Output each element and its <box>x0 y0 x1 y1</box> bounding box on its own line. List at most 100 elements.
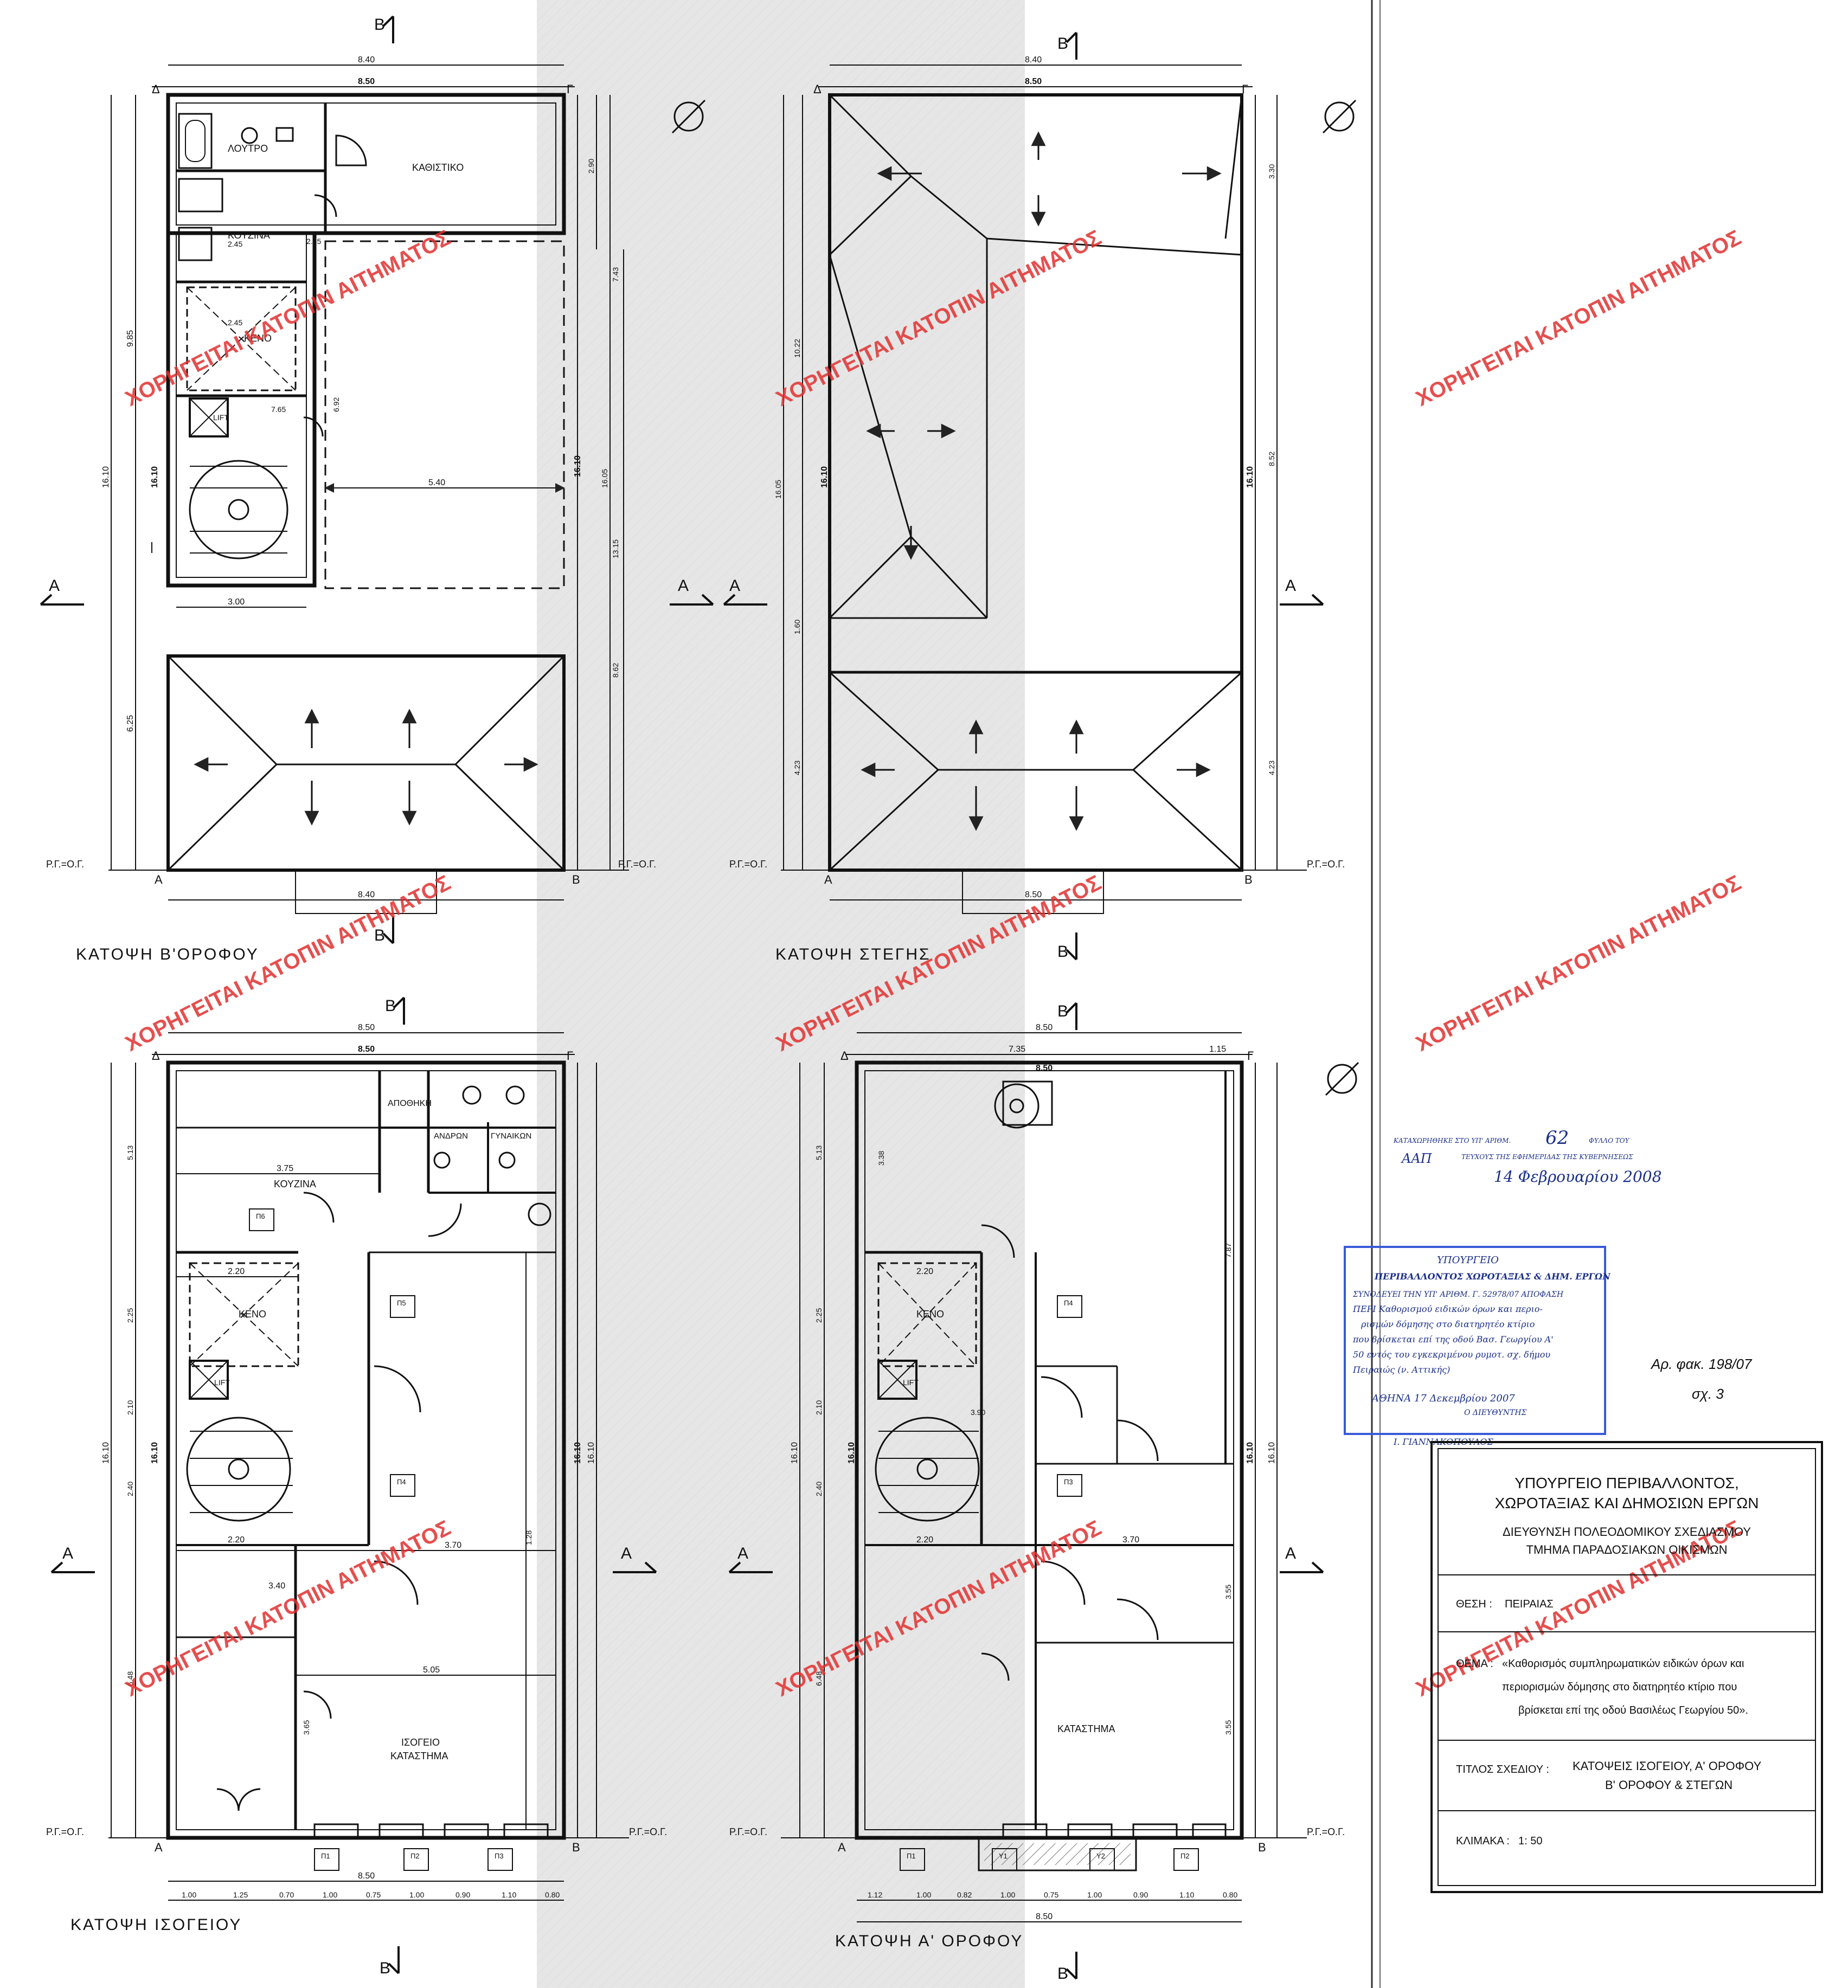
dim-label: 1.10 <box>502 1890 516 1899</box>
room-label: ΚΕΝΟ <box>244 333 272 344</box>
dim-label: 16.10 <box>820 466 829 488</box>
room-label: ΛΟΥΤΡΟ <box>228 143 268 154</box>
section-marker-a: Α <box>1285 1545 1296 1562</box>
dim-label: 16.10 <box>790 1442 799 1464</box>
dim-label: 0.90 <box>1133 1890 1148 1899</box>
dim-label: 1.28 <box>524 1530 533 1545</box>
stamp-line: ΑΘΗΝΑ 17 Δεκεμβρίου 2007 <box>1371 1393 1515 1404</box>
dim-label: 1.00 <box>1087 1890 1102 1899</box>
tb-drawing-label: ΤΙΤΛΟΣ ΣΧΕΔΙΟΥ : <box>1456 1764 1549 1775</box>
corner-label: Β <box>1258 1841 1266 1854</box>
dim-label: 2.20 <box>916 1267 933 1276</box>
tb-drawing: ΚΑΤΟΨΕΙΣ ΙΣΟΓΕΙΟΥ, Α' ΟΡΟΦΟΥ <box>1573 1759 1762 1773</box>
building-line-label: Ρ.Γ.=Ο.Γ. <box>46 859 84 870</box>
window-tag: Υ2 <box>1096 1852 1105 1860</box>
room-label: ΚΑΤΑΣΤΗΜΑ <box>1057 1723 1115 1734</box>
window-tag: Π6 <box>256 1212 265 1220</box>
plan-first-floor-labels: ΚΕΝΟ LIFT ΚΑΤΑΣΤΗΜΑ Π4 Π3 Π1 Υ1 Υ2 Π2 8.… <box>790 1023 1276 1950</box>
dim-label: 0.90 <box>455 1890 470 1899</box>
dim-label: 0.80 <box>1223 1890 1237 1899</box>
dim-label: 1.00 <box>916 1890 931 1899</box>
tb-drawing: Β' ΟΡΟΦΟΥ & ΣΤΕΓΩΝ <box>1605 1778 1733 1792</box>
dim-label: 0.75 <box>366 1890 381 1899</box>
dim-label: 16.10 <box>150 466 159 488</box>
dim-label: 10.22 <box>793 339 801 358</box>
ministry-stamp: ΥΠΟΥΡΓΕΙΟ ΠΕΡΙΒΑΛΛΟΝΤΟΣ ΧΩΡΟΤΑΞΙΑΣ & ΔΗΜ… <box>1344 1246 1611 1447</box>
stamp-line: ΤΕΥΧΟΥΣ ΤΗΣ ΕΦΗΜΕΡΙΔΑΣ ΤΗΣ ΚΥΒΕΡΝΗΣΕΩΣ <box>1461 1153 1633 1161</box>
plan-roof <box>781 65 1307 914</box>
tb-department: ΤΜΗΜΑ ΠΑΡΑΔΟΣΙΑΚΩΝ ΟΙΚΙΣΜΩΝ <box>1526 1543 1728 1556</box>
corner-label: Β <box>572 873 580 886</box>
window-tag: Π1 <box>321 1852 330 1860</box>
watermark-text: ΧΟΡΗΓΕΙΤΑΙ ΚΑΤΟΠΙΝ ΑΙΤΗΜΑΤΟΣ <box>1412 226 1745 411</box>
tb-location-label: ΘΕΣΗ : <box>1456 1598 1492 1610</box>
building-line-label: Ρ.Γ.=Ο.Γ. <box>1307 1826 1345 1837</box>
window-tag: Υ1 <box>999 1852 1008 1860</box>
dim-label: 16.10 <box>1267 1442 1276 1464</box>
dim-label: 3.75 <box>277 1164 293 1173</box>
room-label: ΑΠΟΘΗΚΗ <box>388 1099 432 1108</box>
stamp-date: 14 Φεβρουαρίου 2008 <box>1494 1168 1661 1186</box>
plan-title: ΚΑΤΟΨΗ ΙΣΟΓΕΙΟΥ <box>70 1916 242 1934</box>
dim-label: 8.50 <box>358 1023 375 1032</box>
window-tag: Π1 <box>907 1852 916 1860</box>
stamp-line: ΑΑΠ <box>1401 1151 1433 1166</box>
dim-label: 16.10 <box>101 1442 111 1464</box>
file-note: Αρ. φακ. 198/07 σχ. 3 <box>1650 1356 1753 1402</box>
room-label: ΚΕΝΟ <box>916 1309 944 1320</box>
dim-label: 3.70 <box>445 1541 461 1550</box>
dim-label: 8.50 <box>358 77 375 86</box>
dim-label: 1.00 <box>323 1890 337 1899</box>
dim-label: 8.40 <box>358 890 375 899</box>
corner-label: Δ <box>152 1049 160 1063</box>
plan-second-floor-labels: ΛΟΥΤΡΟ ΚΑΘΙΣΤΙΚΟ ΚΟΥΖΙΝΑ ΚΕΝΟ LIFT 8.40 … <box>76 55 620 963</box>
room-label: ΚΟΥΖΙΝΑ <box>228 230 270 241</box>
dim-label: 4.23 <box>793 761 801 775</box>
gazette-stamp: ΚΑΤΑΧΩΡΗΘΗΚΕ ΣΤΟ ΥΠ' ΑΡΙΘΜ. 62 ΦΥΛΛΟ ΤΟΥ… <box>1393 1127 1661 1186</box>
dim-label: 2.10 <box>814 1400 823 1415</box>
room-label: ΚΑΤΑΣΤΗΜΑ <box>390 1751 448 1761</box>
corner-label: Δ <box>813 82 822 96</box>
section-marker-b: Β <box>1057 1002 1068 1020</box>
watermark-text: ΧΟΡΗΓΕΙΤΑΙ ΚΑΤΟΠΙΝ ΑΙΤΗΜΑΤΟΣ <box>121 871 454 1056</box>
dim-label: 3.40 <box>268 1581 285 1591</box>
stamp-line: ΠΕΡΙΒΑΛΛΟΝΤΟΣ ΧΩΡΟΤΑΞΙΑΣ & ΔΗΜ. ΕΡΓΩΝ <box>1374 1271 1611 1282</box>
tb-subject: «Καθορισμός συμπληρωματικών ειδικών όρων… <box>1502 1658 1744 1670</box>
dim-label: 2.90 <box>587 159 595 173</box>
plan-title: ΚΑΤΟΨΗ Β'ΟΡΟΦΟΥ <box>76 945 259 963</box>
dim-label: 3.00 <box>228 597 245 607</box>
tb-department: ΔΙΕΥΘΥΝΣΗ ΠΟΛΕΟΔΟΜΙΚΟΥ ΣΧΕΔΙΑΣΜΟΥ <box>1503 1525 1751 1539</box>
corner-label: Γ <box>567 82 573 96</box>
stamp-line: που βρίσκεται επί της οδού Βασ. Γεωργίου… <box>1352 1334 1554 1344</box>
dim-label: 6.92 <box>332 397 341 412</box>
dim-label: 16.10 <box>573 455 582 477</box>
dim-label: 8.52 <box>1267 452 1276 466</box>
corner-label: Δ <box>152 82 160 96</box>
section-marker-b: Β <box>385 997 396 1015</box>
dim-label: 5.13 <box>814 1146 823 1160</box>
section-marker-a: Α <box>62 1545 73 1562</box>
dim-label: 1.60 <box>793 620 801 634</box>
dim-label: 4.23 <box>1267 761 1276 775</box>
building-line-label: Ρ.Γ.=Ο.Γ. <box>618 859 656 870</box>
dim-label: 2.10 <box>126 1400 134 1415</box>
dim-label: 6.48 <box>126 1671 134 1686</box>
dim-label: 1.25 <box>233 1890 248 1899</box>
building-line-label: Ρ.Γ.=Ο.Γ. <box>729 1826 767 1837</box>
tb-ministry: ΧΩΡΟΤΑΞΙΑΣ ΚΑΙ ΔΗΜΟΣΙΩΝ ΕΡΓΩΝ <box>1495 1495 1759 1511</box>
plan-second-floor <box>108 65 629 914</box>
dim-label: 16.10 <box>573 1442 582 1464</box>
window-tag: Π4 <box>1064 1299 1073 1307</box>
dim-label: 3.65 <box>302 1720 311 1735</box>
dim-label: 0.70 <box>279 1890 294 1899</box>
plan-title: ΚΑΤΟΨΗ Α' ΟΡΟΦΟΥ <box>835 1932 1023 1950</box>
section-marker-a: Α <box>621 1545 632 1562</box>
corner-label: Α <box>155 873 163 886</box>
dim-label: 2.20 <box>916 1535 933 1545</box>
room-label: LIFT <box>214 1378 230 1387</box>
dim-label: 16.05 <box>774 480 782 499</box>
stamp-line: 50 εντός του εγκεκριμένου ρυμοτ. σχ. δήμ… <box>1353 1349 1550 1360</box>
tb-subject: βρίσκεται επί της οδού Βασιλέως Γεωργίου… <box>1518 1704 1748 1716</box>
file-number: Αρ. φακ. 198/07 <box>1650 1356 1753 1372</box>
